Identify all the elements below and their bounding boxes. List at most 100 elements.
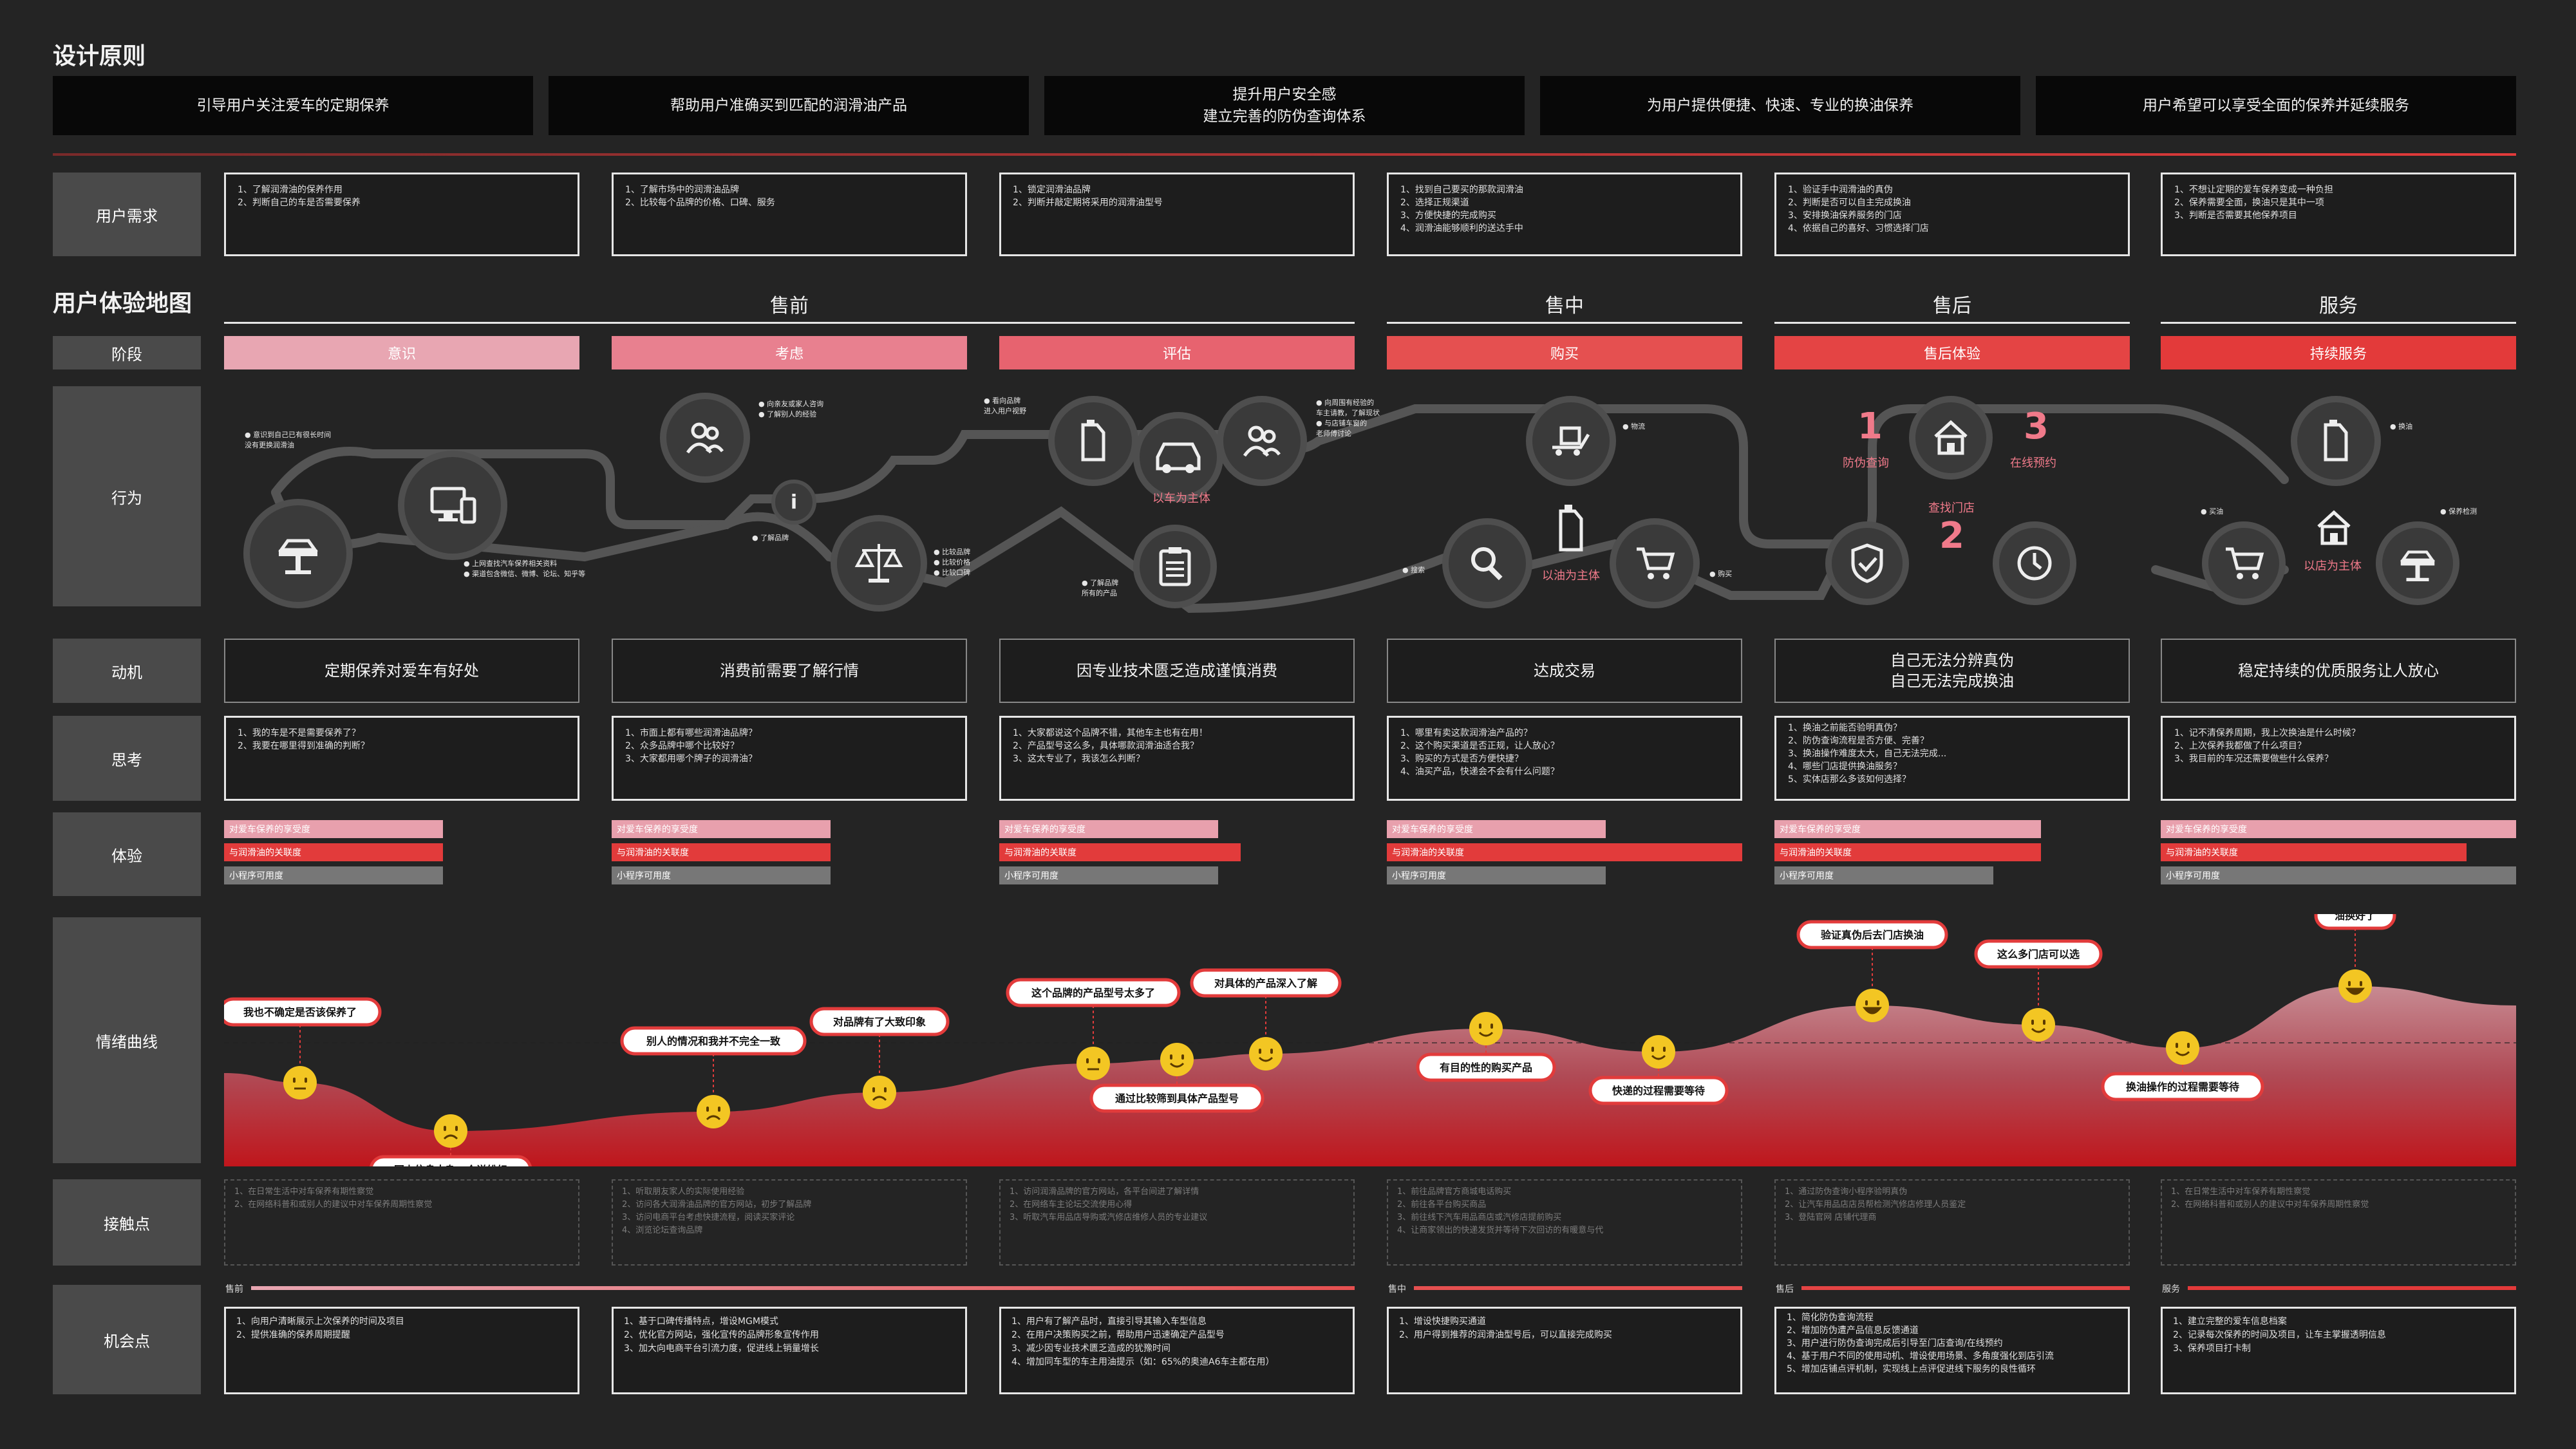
opportunity-box: 1、建立完整的爱车信息档案 2、记录每次保养的时间及项目，让车主掌握透明信息 3…: [2161, 1307, 2516, 1394]
oil-center-label: 以油为主体: [1542, 569, 1600, 583]
experience-bar: 对爱车保养的享受度: [999, 820, 1218, 838]
opportunity-box: 1、增设快捷购买通道 2、用户得到推荐的润滑油型号后，可以直接完成购买: [1387, 1307, 1742, 1394]
experience-label: 体验: [53, 812, 201, 896]
thinking-box: 1、我的车是不是需要保养了？ 2、我要在哪里得到准确的判断？: [224, 716, 579, 801]
car-lift-icon: [278, 539, 318, 574]
emoji-mouth: [2175, 1051, 2190, 1056]
emotion-bubble: [1190, 968, 1342, 998]
emoji-eyes: [1865, 1000, 1879, 1005]
motive-box: 达成交易: [1387, 639, 1742, 703]
emoji-face-neutral-icon: [283, 1066, 317, 1099]
user-needs-box: 1、了解润滑油的保养作用 2、判断自己的车是否需要保养: [224, 173, 579, 256]
emoji-eyes: [1651, 1047, 1666, 1052]
user-needs-box: 1、不想让定期的爱车保养变成一种负担 2、保养需要全面，换油只是其中一项 3、判…: [2161, 173, 2516, 256]
emotion-bubble-text: 这个品牌的产品型号太多了: [1031, 987, 1155, 999]
principle-card-5: 用户希望可以享受全面的保养并延续服务: [2036, 76, 2516, 135]
step-number-3: 3: [2024, 406, 2049, 447]
opportunity-box: 1、向用户清晰展示上次保养的时间及项目 2、提供准确的保养周期提醒: [224, 1307, 579, 1394]
behavior-annotation: ● 意识到自己已有很长时间 没有更换润滑油: [245, 431, 332, 449]
oil-bottle-icon: [1552, 502, 1590, 556]
clipboard-icon: [1159, 547, 1191, 586]
thinking-box: 1、换油之前能否验明真伪？ 2、防伪查询流程是否方便、完善？ 3、换油操作难度太…: [1774, 716, 2130, 801]
step-label-3: 在线预约: [2010, 456, 2056, 470]
shield-node: [1825, 521, 1909, 605]
opportunity-box: 1、基于口碑传播特点，增设MGM模式 2、优化官方网站，强化宣传的品牌形象宣传作…: [612, 1307, 967, 1394]
info-node: i: [771, 480, 816, 525]
phase-service: 服务: [2319, 295, 2358, 317]
oil-bottle-icon: [2324, 420, 2348, 462]
behavior-annotation: ● 买油: [2201, 507, 2224, 516]
emotion-area: [224, 986, 2516, 1166]
oil-bottle-node: [2291, 396, 2381, 486]
emotion-bubble: [224, 997, 382, 1027]
emotion-bubble: [620, 1026, 807, 1056]
behavior-annotation: ● 搜索: [1402, 566, 1425, 574]
phase-sale: 售中: [1545, 295, 1584, 317]
emotion-bubble-text: 验证真伪后去门店换油: [1821, 929, 1924, 941]
emoji-mouth: [1862, 1007, 1883, 1014]
car-lift-node: [2376, 521, 2459, 605]
stage-after-sale: 售后体验: [1774, 336, 2130, 369]
cart-icon: [2226, 547, 2264, 579]
store-center-label: 以店为主体: [2304, 559, 2362, 573]
opportunity-group-label: 服务: [2162, 1284, 2180, 1295]
clipboard-node: [1133, 525, 1217, 608]
emoji-face-smile-icon: [2022, 1008, 2055, 1042]
behavior-annotation: ● 购买: [1709, 570, 1733, 578]
people-node: [660, 393, 750, 483]
emoji-eyes: [1086, 1058, 1100, 1063]
emoji-eyes: [2031, 1020, 2045, 1025]
emoji-eyes: [1479, 1024, 1493, 1029]
step-number-2: 2: [1939, 515, 1964, 557]
emotion-bubble-text: 我也不确定是否该保养了: [243, 1006, 357, 1018]
phase-aftersale: 售后: [1933, 295, 1971, 317]
cart-node: [2202, 521, 2286, 605]
motive-box: 稳定持续的优质服务让人放心: [2161, 639, 2516, 703]
step-label-1: 防伪查询: [1843, 456, 1889, 470]
people-icon: [686, 422, 724, 454]
stage-consideration: 考虑: [612, 336, 967, 369]
experience-bar: 小程序可用度: [1774, 866, 1993, 884]
emotion-curve-chart: 我也不确定是否该保养了网上信息太杂，众说纷纭别人的情况和我并不完全一致对品牌有了…: [224, 914, 2516, 1166]
car-node: [1133, 412, 1223, 502]
oil-bottle-node: [1048, 396, 1138, 486]
experience-bar: 与润滑油的关联度: [999, 843, 1241, 861]
emoji-face-happy-icon: [1856, 989, 1889, 1022]
emoji-mouth: [1169, 1062, 1185, 1068]
journey-map-title: 用户体验地图: [53, 290, 193, 317]
emoji-eyes: [2348, 981, 2362, 986]
design-principles-title: 设计原则: [53, 43, 146, 70]
thinking-box: 1、大家都说这个品牌不错，其他车主也有在用！ 2、产品型号这么多，具体哪款润滑油…: [999, 716, 1355, 801]
emotion-curve-label: 情绪曲线: [53, 917, 201, 1163]
user-needs-box: 1、找到自己要买的那款润滑油 2、选择正规渠道 3、方便快捷的完成购买 4、润滑…: [1387, 173, 1742, 256]
emotion-bubble: [1796, 920, 1948, 949]
people-node: [1217, 396, 1307, 486]
principles-divider: [53, 153, 2516, 156]
opportunity-group-label: 售后: [1776, 1284, 1794, 1295]
principle-card-4: 为用户提供便捷、快速、专业的换油保养: [1540, 76, 2020, 135]
experience-bar: 对爱车保养的享受度: [1387, 820, 1606, 838]
behavior-annotation: ● 比较品牌 ● 比较价格 ● 比较口碑: [934, 548, 971, 577]
emoji-mouth: [2345, 987, 2365, 995]
user-needs-label: 用户需求: [53, 173, 201, 256]
emotion-bubble: [2314, 914, 2396, 930]
behavior-annotation: ● 了解品牌 所有的产品: [1082, 579, 1119, 597]
principle-card-2: 帮助用户准确买到匹配的润滑油产品: [549, 76, 1029, 135]
experience-bar: 对爱车保养的享受度: [224, 820, 443, 838]
step-number-1: 1: [1857, 406, 1883, 447]
emotion-bubble-text: 通过比较筛到具体产品型号: [1115, 1092, 1239, 1105]
stage-ongoing-service: 持续服务: [2161, 336, 2516, 369]
search-node: [1442, 518, 1532, 608]
emoji-face-sad-icon: [863, 1076, 896, 1109]
phase-sale-line: [1387, 322, 1742, 324]
user-needs-box: 1、锁定润滑油品牌 2、判断并敲定期将采用的润滑油型号: [999, 173, 1355, 256]
shield-check-icon: [1851, 543, 1883, 583]
emoji-face-sad-icon: [434, 1114, 467, 1148]
people-icon: [1243, 425, 1281, 457]
delivery-node: [1526, 396, 1616, 486]
experience-bar: 与润滑油的关联度: [1387, 843, 1742, 861]
emotion-bubble-text: 对品牌有了大致印象: [833, 1016, 926, 1028]
delivery-icon: [1552, 426, 1590, 456]
behavior-annotation: ● 向亲友或家人咨询 ● 了解别人的经验: [758, 400, 824, 418]
experience-bar: 小程序可用度: [999, 866, 1218, 884]
